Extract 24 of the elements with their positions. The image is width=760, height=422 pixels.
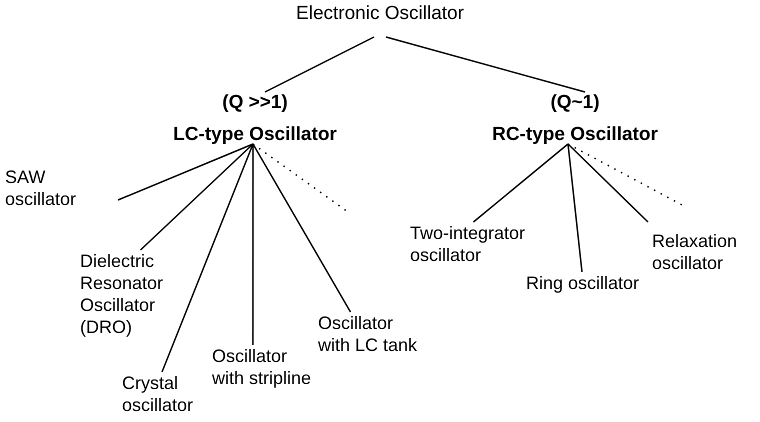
q-factor-label: (Q >>1) — [221, 92, 289, 114]
oscillator-label: SAW oscillator — [5, 166, 78, 210]
q-factor-label: (Q~1) — [549, 92, 601, 114]
oscillator-label: Relaxation oscillator — [652, 230, 738, 274]
connector-line — [161, 144, 254, 372]
category-heading: LC-type Oscillator — [172, 124, 338, 146]
connector-line — [252, 144, 254, 345]
connector-line — [140, 143, 254, 251]
category-heading: RC-type Oscillator — [491, 124, 659, 146]
oscillator-label: Oscillator with stripline — [212, 345, 312, 389]
oscillator-label: Oscillator with LC tank — [318, 312, 418, 356]
connector-line — [567, 143, 649, 223]
connector-line — [472, 143, 568, 223]
connector-line — [252, 144, 352, 312]
dotted-line — [252, 143, 348, 213]
dotted-line — [568, 143, 684, 207]
root-label: Electronic Oscillator — [295, 3, 465, 25]
oscillator-label: Ring oscillator — [526, 272, 640, 294]
connector-line — [118, 143, 254, 201]
oscillator-label: Dielectric Resonator Oscillator (DRO) — [80, 250, 164, 338]
oscillator-label: Two-integrator oscillator — [410, 222, 526, 266]
connector-line — [386, 36, 586, 93]
connector-line — [567, 144, 583, 272]
connector-line — [264, 36, 374, 93]
